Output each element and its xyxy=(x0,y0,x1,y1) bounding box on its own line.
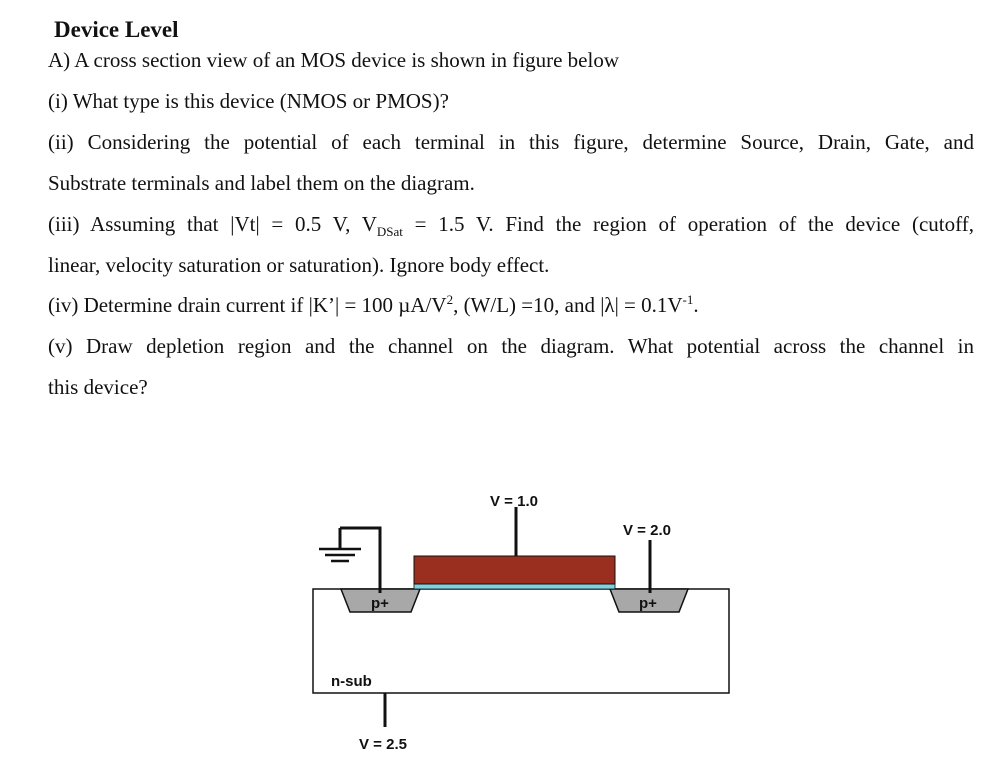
right-diffusion-label: p+ xyxy=(639,595,657,612)
right-diffusion-region xyxy=(608,588,690,613)
question-iv-text-a: (iv) Determine drain current if |K’| = 1… xyxy=(48,293,447,317)
question-intro: A) A cross section view of an MOS device… xyxy=(48,48,619,72)
substrate-label: n-sub xyxy=(331,673,372,690)
section-heading: Device Level xyxy=(54,17,179,42)
substrate-voltage-label: V = 2.5 xyxy=(359,736,407,753)
right-terminal-voltage-label: V = 2.0 xyxy=(623,522,671,539)
ground-icon xyxy=(319,547,361,563)
left-terminal-wire xyxy=(340,526,382,593)
question-iii-text-a: (iii) Assuming that |Vt| = 0.5 V, V xyxy=(48,212,377,236)
question-ii-line-2: Substrate terminals and label them on th… xyxy=(48,171,475,195)
gate-electrode xyxy=(413,555,616,585)
question-v-line-1: (v) Draw depletion region and the channe… xyxy=(48,334,974,358)
question-ii-line-1: (ii) Considering the potential of each t… xyxy=(48,130,974,154)
gate-oxide xyxy=(413,583,616,590)
question-iii-line-1: (iii) Assuming that |Vt| = 0.5 V, VDSat … xyxy=(48,210,974,238)
left-diffusion-label: p+ xyxy=(371,595,389,612)
gate-voltage-label: V = 1.0 xyxy=(490,493,538,510)
question-iv: (iv) Determine drain current if |K’| = 1… xyxy=(48,291,699,319)
question-iii-line-2: linear, velocity saturation or saturatio… xyxy=(48,253,550,277)
question-i: (i) What type is this device (NMOS or PM… xyxy=(48,89,449,113)
left-diffusion-region xyxy=(339,588,422,613)
squared-superscript: 2 xyxy=(446,292,454,307)
question-iii-text-b: = 1.5 V. Find the region of operation of… xyxy=(402,212,974,236)
inverse-superscript: -1 xyxy=(682,292,694,307)
question-iv-text-c: . xyxy=(693,293,699,317)
question-iv-text-b: , (W/L) =10, and |λ| = 0.1V xyxy=(453,293,683,317)
question-v-line-2: this device? xyxy=(48,375,148,399)
vdsat-subscript: DSat xyxy=(376,224,403,240)
